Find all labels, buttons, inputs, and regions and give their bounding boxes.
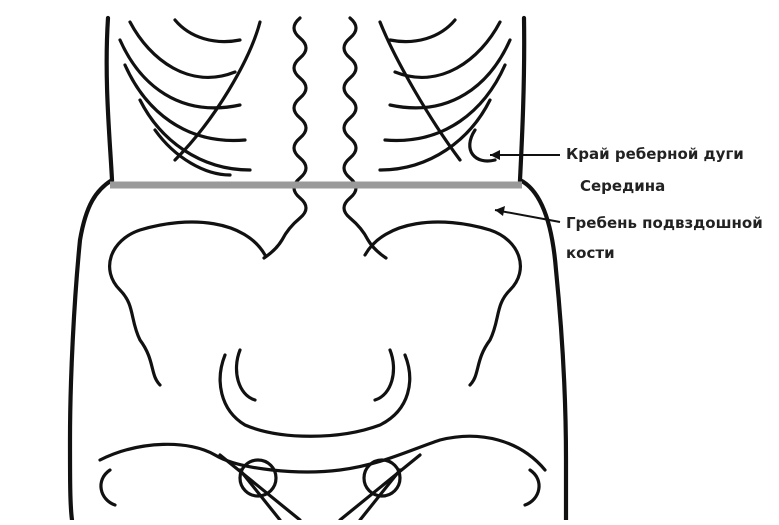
costal-margin-arrow xyxy=(490,150,560,160)
spine-left-contour xyxy=(264,18,306,258)
left-femur-2 xyxy=(240,470,280,520)
left-femur xyxy=(220,455,300,520)
pelvic-floor xyxy=(100,436,545,472)
right-femur xyxy=(340,455,420,520)
left-ribs xyxy=(120,20,260,175)
body-outline-left xyxy=(70,18,112,520)
label-costal-margin: Край реберной дуги xyxy=(566,144,744,164)
label-iliac-crest: Гребень подвздошной xyxy=(566,213,763,233)
label-iliac-crest-cont: кости xyxy=(566,243,615,263)
right-ribs xyxy=(380,20,510,170)
label-midpoint: Середина xyxy=(580,176,665,196)
spine-right-contour xyxy=(344,18,386,258)
right-iliac-wing xyxy=(365,222,520,385)
right-greater-trochanter xyxy=(525,470,539,505)
sacrum-inner-left xyxy=(236,350,255,400)
left-greater-trochanter xyxy=(101,470,115,505)
left-iliac-wing xyxy=(110,222,265,385)
body-outline-right xyxy=(520,18,566,520)
sacrum-inner-right xyxy=(375,350,394,400)
right-femur-2 xyxy=(360,470,400,520)
iliac-crest-arrow xyxy=(495,206,560,222)
